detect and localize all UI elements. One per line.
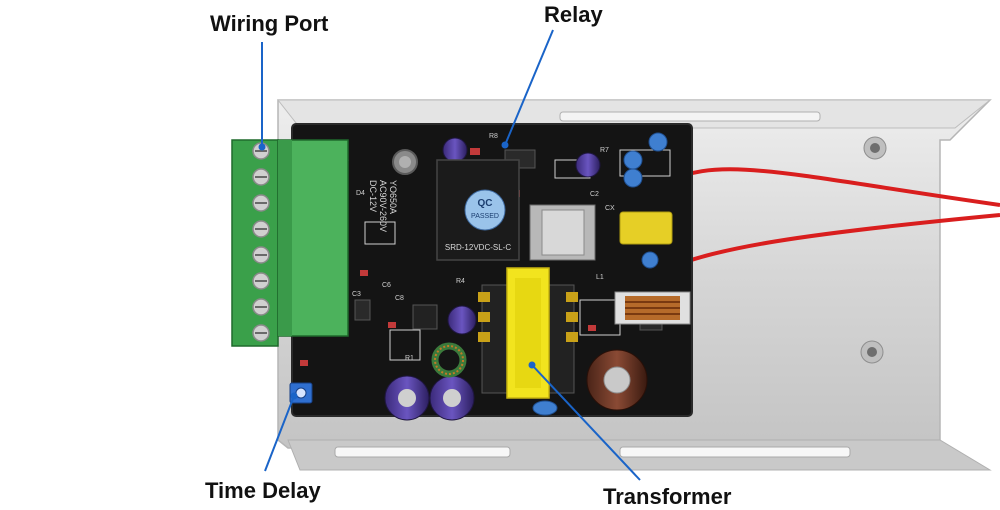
terminal-block [231,139,349,347]
svg-text:C8: C8 [395,295,404,302]
wiring-port-dot [258,143,266,151]
heatsink-clip [529,204,596,261]
relay-model-print: SRD-12VDC-SL-C [445,243,511,252]
svg-text:C6: C6 [382,282,391,289]
relay-badge-top: QC [478,198,493,209]
transformer-component [478,267,578,399]
time-delay-dot [290,392,298,400]
relay-badge-bottom: PASSED [471,213,499,220]
svg-text:C3: C3 [352,291,361,298]
x-capacitor [619,211,673,245]
transformer-dot [528,361,536,369]
inductor [431,342,467,378]
svg-text:R1: R1 [405,355,414,362]
electrolytic-capacitors [384,137,648,421]
svg-text:CX: CX [605,205,615,212]
wiring-port-label: Wiring Port [210,11,329,36]
board-output-print: DC-12V [368,180,378,212]
relay-label: Relay [544,2,603,27]
transformer-label: Transformer [603,484,732,509]
relay-dot [501,141,509,149]
relay-component: QC PASSED SRD-12VDC-SL-C [436,159,520,261]
board-model-print: YO650A [388,180,398,214]
callout-leaders [261,29,641,481]
svg-text:C2: C2 [590,191,599,198]
svg-text:D4: D4 [356,190,365,197]
svg-text:R4: R4 [456,278,465,285]
ceramic-capacitors [532,132,668,416]
time-delay-label: Time Delay [205,478,321,503]
svg-text:R7: R7 [600,147,609,154]
svg-text:R8: R8 [489,133,498,140]
common-mode-choke [614,291,691,325]
board-input-print: AC90V-260V [378,180,388,232]
svg-text:L1: L1 [596,274,604,281]
